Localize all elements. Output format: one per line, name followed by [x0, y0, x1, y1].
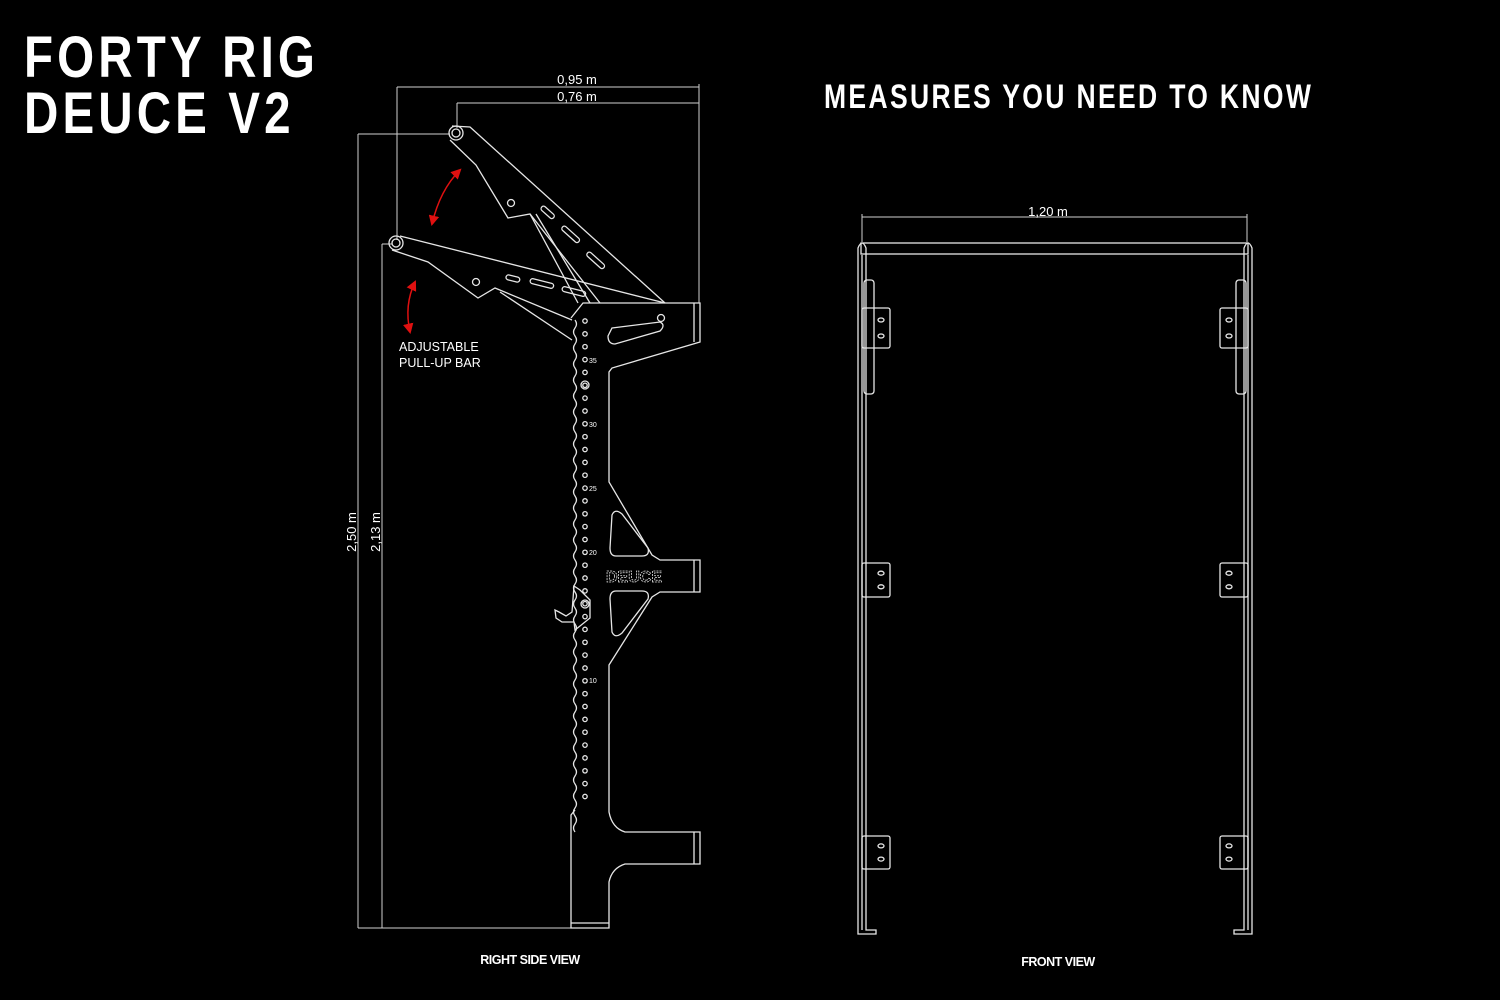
wall-bracket	[1219, 562, 1249, 598]
adjustment-hole	[582, 677, 588, 684]
bracket-hole	[877, 570, 885, 576]
wall-bracket	[861, 562, 891, 598]
adjustment-hole	[582, 780, 588, 787]
left-upright	[857, 242, 877, 935]
adjustment-hole	[582, 639, 588, 646]
j-hook	[554, 584, 591, 632]
bracket-hole	[1225, 317, 1233, 323]
adjustment-hole	[582, 472, 588, 479]
hole-label: 10	[589, 678, 597, 685]
adjustment-hole	[582, 575, 588, 581]
top-slot	[607, 321, 664, 345]
adjustment-hole	[582, 755, 588, 761]
adjustment-hole	[582, 690, 588, 697]
bracket-hole	[877, 856, 885, 862]
adjustment-hole	[582, 369, 588, 376]
front-view-caption: FRONT VIEW	[1021, 955, 1095, 969]
adjustment-hole	[582, 459, 588, 466]
hole-label: 25	[589, 486, 597, 493]
wall-brackets	[861, 307, 1249, 870]
adjustment-hole	[582, 536, 588, 543]
wall-bracket	[1219, 307, 1249, 349]
title-line-1: FORTY RIG	[24, 25, 319, 90]
serrated-edge	[572, 319, 578, 833]
adjustment-hole	[582, 729, 588, 736]
adjustment-hole	[582, 626, 588, 633]
rotation-arrow-lower	[403, 280, 417, 335]
brand-mark: DEUCE	[606, 569, 662, 586]
adjustment-hole	[582, 510, 588, 517]
pull-up-bar	[860, 242, 1249, 255]
adjustment-hole	[582, 318, 588, 324]
adjustment-hole	[582, 523, 588, 530]
bracket-hole	[1225, 856, 1233, 862]
side-view: 0,95 m 0,76 m 2,50 m 2,13 m ADJUSTABLE P…	[344, 72, 701, 967]
right-upright	[1233, 242, 1253, 935]
adjustment-holes	[582, 318, 588, 800]
adjustment-hole	[582, 652, 588, 658]
upper-triangle-cutout	[609, 510, 650, 557]
adjustment-hole	[582, 549, 588, 556]
wall-bracket	[861, 307, 891, 349]
hole-label: 35	[589, 358, 597, 365]
dim-height-bar: 2,13 m	[368, 512, 383, 552]
front-view: 1,20 m FRONT VIEW	[857, 204, 1253, 969]
title-line-2: DEUCE V2	[24, 81, 295, 146]
bracket-hole	[877, 317, 885, 323]
pull-up-arms	[388, 125, 666, 341]
adjustment-hole	[582, 588, 588, 594]
dimension-lines	[357, 84, 700, 929]
adjustment-hole	[582, 343, 588, 350]
bracket-hole	[877, 333, 885, 339]
wall-bracket	[861, 835, 891, 870]
adjustment-hole	[582, 613, 588, 620]
adjustment-hole	[582, 356, 588, 363]
adjustment-hole	[582, 382, 588, 389]
side-view-caption: RIGHT SIDE VIEW	[480, 953, 580, 967]
adjustment-hole	[582, 665, 588, 671]
adjustment-hole	[582, 420, 588, 427]
adjustment-hole	[582, 716, 588, 723]
dim-width-outer: 0,95 m	[557, 72, 597, 87]
dim-height-total: 2,50 m	[344, 512, 359, 552]
adjustment-hole	[582, 793, 588, 800]
adjustment-hole	[582, 703, 588, 710]
dim-width-inner: 0,76 m	[557, 89, 597, 104]
annotation-line-2: PULL-UP BAR	[399, 356, 481, 370]
adjustment-hole	[582, 408, 588, 414]
dim-front-width: 1,20 m	[1028, 204, 1068, 219]
bracket-hole	[877, 584, 885, 590]
bracket-hole	[1225, 584, 1233, 590]
adjustment-hole	[582, 562, 588, 569]
adjustment-hole	[582, 331, 588, 337]
subtitle: MEASURES YOU NEED TO KNOW	[824, 78, 1314, 116]
adjustment-hole	[582, 600, 588, 607]
wall-bracket	[1219, 835, 1249, 870]
adjustment-hole	[582, 446, 588, 453]
adjustment-hole	[582, 485, 588, 491]
lower-triangle-cutout	[609, 590, 650, 637]
bracket-hole	[1225, 570, 1233, 576]
product-title: FORTY RIG DEUCE V2	[24, 25, 319, 146]
bracket-hole	[1225, 843, 1233, 849]
adjustment-hole	[582, 433, 588, 440]
hole-label: 30	[589, 422, 597, 429]
rotation-arrow-upper	[428, 168, 462, 227]
adjustment-hole	[582, 498, 588, 504]
hole-label: 20	[589, 550, 597, 557]
bracket-hole	[1225, 333, 1233, 339]
adjustment-hole	[582, 742, 588, 748]
annotation-line-1: ADJUSTABLE	[399, 340, 479, 354]
adjustment-hole	[582, 767, 588, 774]
adjustment-hole	[582, 395, 588, 401]
bracket-hole	[877, 843, 885, 849]
